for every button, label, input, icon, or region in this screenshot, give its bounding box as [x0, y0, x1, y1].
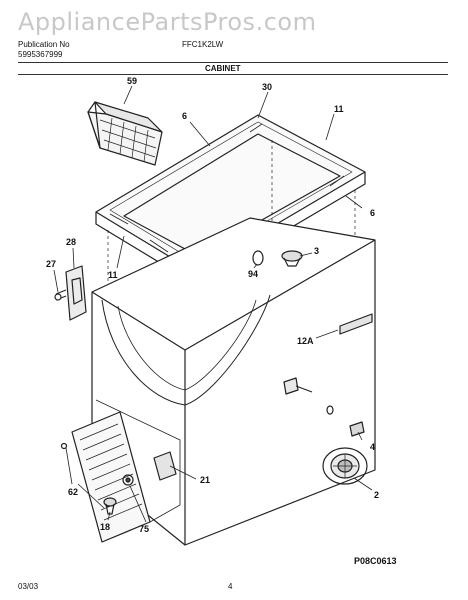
callout-27: 27: [46, 259, 57, 269]
valve-part: [322, 447, 368, 485]
model-number: FFC1K2LW: [182, 40, 224, 49]
header-rule-top: [18, 62, 448, 63]
callout-28: 28: [66, 237, 77, 247]
callout-6-top: 6: [182, 111, 188, 121]
section-title: CABINET: [205, 64, 241, 73]
hinge-part: [54, 265, 87, 321]
screw-part: [103, 497, 117, 515]
publication-label: Publication No: [18, 40, 70, 49]
grille-part: [60, 399, 181, 543]
callout-59: 59: [127, 76, 138, 86]
callout-94: 94: [248, 269, 259, 279]
drain-plug-part: [349, 421, 365, 437]
callout-30: 30: [262, 82, 273, 92]
callout-2: 2: [374, 490, 380, 500]
drain-fitting-part: [283, 377, 334, 415]
callout-21: 21: [200, 475, 211, 485]
page-number: 4: [228, 582, 233, 591]
thermostat-part: [122, 451, 177, 486]
header-rule-bottom: [18, 74, 448, 75]
figure-code: P08C0613: [354, 556, 397, 566]
callout-12a: 12A: [297, 336, 314, 346]
callout-11-left: 11: [108, 270, 118, 280]
callout-6-right: 6: [370, 208, 376, 218]
watermark: AppliancePartsPros.com: [18, 8, 317, 36]
callout-4: 4: [370, 442, 376, 452]
plug-part: [252, 250, 264, 266]
callout-62: 62: [68, 487, 79, 497]
callout-18: 18: [100, 522, 111, 532]
cap-part: [281, 250, 303, 267]
callout-3: 3: [314, 246, 320, 256]
basket-part: [87, 101, 163, 166]
footer-date: 03/03: [18, 582, 39, 591]
leader-lines: [53, 85, 373, 523]
callout-11-top: 11: [334, 104, 344, 114]
callout-75: 75: [139, 524, 150, 534]
publication-number: 5995367999: [18, 50, 63, 59]
